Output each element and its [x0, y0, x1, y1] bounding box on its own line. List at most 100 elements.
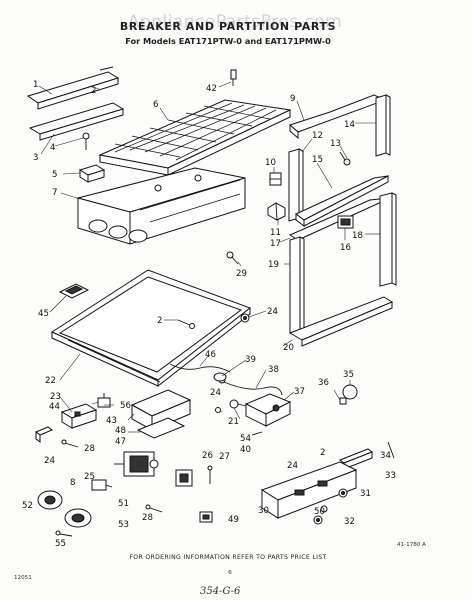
callout-14: 14	[344, 120, 355, 130]
clip-11	[267, 202, 286, 221]
partition-strip-20	[288, 296, 394, 347]
callout-32: 32	[344, 517, 355, 527]
callout-54: 54	[240, 434, 251, 444]
leader-lines	[38, 81, 380, 433]
handwritten-note: 354-G-6	[200, 586, 241, 597]
knob-32	[313, 515, 323, 525]
screw-42	[230, 69, 237, 86]
screw-2-middle	[177, 319, 195, 329]
control-26	[175, 469, 193, 487]
callout-25: 25	[84, 472, 95, 482]
callout-17: 17	[270, 239, 281, 249]
callout-8: 8	[70, 478, 75, 488]
callout-55: 55	[55, 539, 66, 549]
nut-24-upper	[240, 313, 250, 323]
callout-numbers: 1 2 3 4 5 6 7 42 9 14 12 13 10 15 11 17 …	[22, 80, 396, 549]
callout-15: 15	[312, 155, 323, 165]
callout-7: 7	[52, 188, 57, 198]
callout-42: 42	[206, 84, 217, 94]
callout-2b: 2	[157, 316, 162, 326]
bulb-50	[320, 505, 328, 513]
wire-harness-46	[169, 363, 231, 373]
lamp-shield-47	[136, 417, 186, 439]
callout-5: 5	[52, 170, 57, 180]
callout-50: 50	[314, 507, 325, 517]
callout-47: 47	[115, 437, 126, 447]
callout-16: 16	[340, 243, 351, 253]
control-panel-30	[260, 461, 358, 519]
screw-4	[82, 132, 90, 150]
callout-12: 12	[312, 131, 323, 141]
callout-43: 43	[106, 416, 117, 426]
thermostat-37	[244, 393, 292, 427]
bracket-8	[91, 479, 113, 491]
callout-29: 29	[236, 269, 247, 279]
callout-26: 26	[202, 451, 213, 461]
callout-45: 45	[38, 309, 49, 319]
callout-24c: 24	[44, 456, 55, 466]
callout-2c: 2	[320, 448, 325, 458]
ordering-note: FOR ORDERING INFORMATION REFER TO PARTS …	[129, 554, 326, 561]
partition-strip-9	[289, 94, 387, 140]
callout-20: 20	[283, 343, 294, 353]
knob-31	[338, 488, 348, 498]
callout-28b: 28	[142, 513, 153, 523]
callout-31: 31	[360, 489, 371, 499]
callout-10: 10	[265, 158, 276, 168]
fan-motor-52	[37, 490, 63, 510]
callout-30: 30	[258, 506, 269, 516]
callout-38: 38	[268, 365, 279, 375]
connector-21	[229, 399, 247, 409]
callout-4: 4	[50, 143, 55, 153]
callout-13: 13	[330, 139, 341, 149]
switch-56	[97, 393, 111, 408]
callout-34: 34	[380, 451, 391, 461]
breaker-assembly-7	[76, 167, 246, 245]
document-code: 12051	[14, 575, 32, 581]
clip-10	[269, 172, 282, 186]
callout-6: 6	[153, 100, 158, 110]
trim-strip-1	[26, 66, 120, 110]
callout-40: 40	[240, 445, 251, 455]
callout-37: 37	[294, 387, 305, 397]
callout-22: 22	[45, 376, 56, 386]
partition-strip-14	[375, 94, 391, 157]
nut-24-center	[215, 407, 221, 413]
figure-code: 41-1780 A	[397, 542, 426, 548]
switch-housing-43	[60, 403, 98, 429]
callout-48: 48	[115, 426, 126, 436]
bracket-54	[251, 431, 263, 436]
callout-56: 56	[120, 401, 131, 411]
screw-29	[226, 251, 239, 265]
callout-24d: 24	[287, 461, 298, 471]
callout-18: 18	[352, 231, 363, 241]
callout-2a: 2	[91, 86, 96, 96]
partition-strip-15	[295, 175, 389, 227]
bracket-16	[337, 215, 354, 229]
callout-3: 3	[33, 153, 38, 163]
breaker-grille-6	[98, 99, 292, 176]
screw-13	[339, 151, 351, 166]
screw-28-upper	[61, 439, 79, 448]
callout-51: 51	[118, 499, 129, 509]
callout-24a: 24	[267, 307, 278, 317]
switch-49	[199, 511, 213, 523]
callout-39: 39	[245, 355, 256, 365]
screw-27	[207, 465, 213, 484]
callout-23: 23	[50, 392, 61, 402]
callout-53: 53	[118, 520, 129, 530]
trim-strip-3	[28, 102, 125, 141]
partition-strip-18	[379, 192, 397, 287]
callout-21: 21	[228, 417, 239, 427]
bracket-5	[78, 164, 106, 183]
divider-tray-22	[50, 269, 252, 388]
callout-52: 52	[22, 501, 33, 511]
callout-36: 36	[318, 378, 329, 388]
motor-25	[114, 451, 159, 477]
callout-1: 1	[33, 80, 38, 90]
screw-55	[55, 530, 73, 537]
watermark: AppliancePartsPros.com	[128, 12, 343, 32]
bracket-44	[35, 426, 53, 443]
partition-strip-12	[288, 148, 304, 222]
